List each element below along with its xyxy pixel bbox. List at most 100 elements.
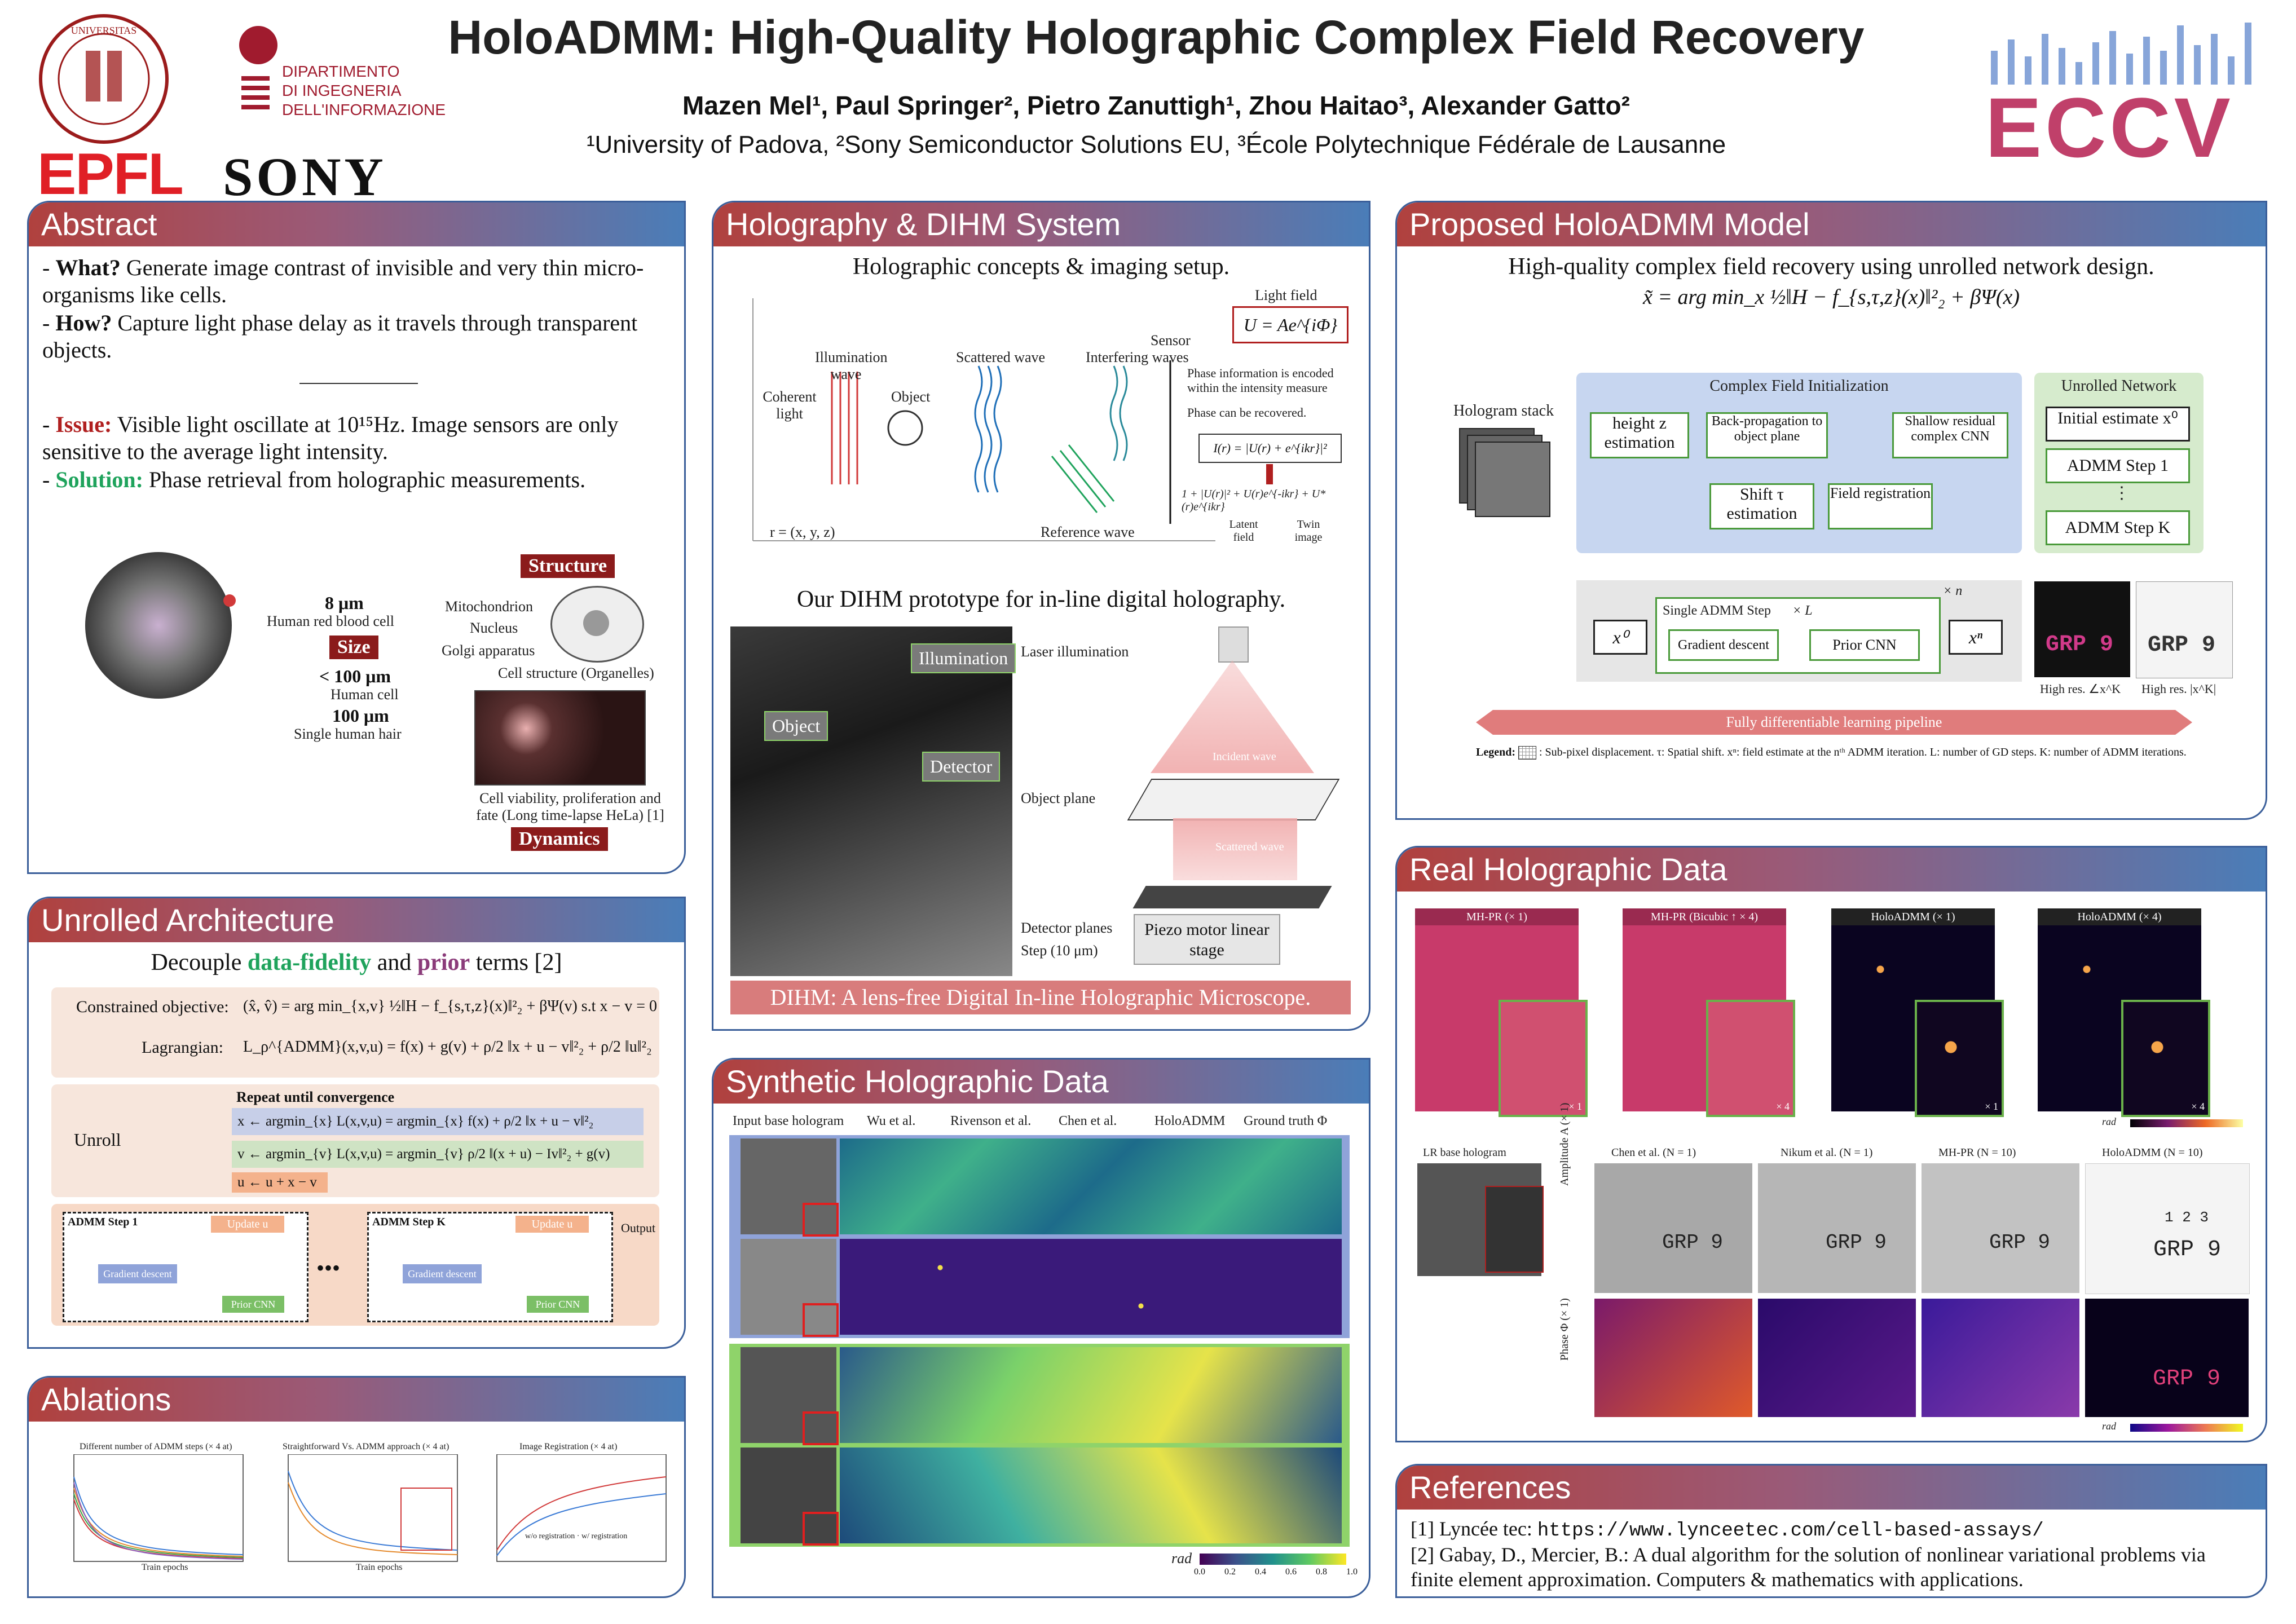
syn-input-1a — [741, 1138, 836, 1234]
repeat-label: Repeat until convergence — [236, 1089, 395, 1105]
pipeline-arrow: Fully differentiable learning pipeline — [1476, 710, 2192, 735]
authors: Mazen Mel¹, Paul Springer², Pietro Zanut… — [682, 91, 1630, 120]
synthetic-title: Synthetic Holographic Data — [713, 1060, 1369, 1104]
hela-image — [474, 690, 646, 785]
init-title: Complex Field Initialization — [1709, 377, 1889, 395]
reference-1-url[interactable]: https://www.lynceetec.com/cell-based-ass… — [1537, 1520, 2044, 1542]
syn-zoom-4 — [803, 1512, 839, 1546]
photo-detector-label: Detector — [922, 752, 1001, 782]
single-step-inner: Single ADMM Step × L Gradient descent Pr… — [1655, 597, 1941, 674]
shallow-box: Shallow residual complex CNN — [1892, 412, 2008, 458]
holography-subtitle: Holographic concepts & imaging setup. — [852, 254, 1230, 280]
references-panel: References [1] Lyncée tec: https://www.l… — [1395, 1464, 2267, 1598]
pipeline-label: Fully differentiable learning pipeline — [1726, 714, 1942, 730]
amp-nikum-grp: GRP 9 — [1826, 1231, 1887, 1254]
cell-structure-drawing — [550, 586, 644, 663]
step-label: Step (10 μm) — [1021, 942, 1098, 959]
bottom-label-chen: Chen et al. (N = 1) — [1611, 1146, 1696, 1159]
solution-text: Phase retrieval from holographic measure… — [143, 467, 586, 492]
abstract-solution: - Solution: Phase retrieval from hologra… — [42, 467, 586, 492]
eccv-text: ECCV — [1985, 80, 2234, 175]
real-zoom-label-1: × 1 — [1568, 1101, 1582, 1112]
syn-zoom-1 — [803, 1203, 839, 1237]
real-colorbar-2 — [2130, 1424, 2243, 1432]
legend: Legend: : Sub-pixel displacement. τ: Spa… — [1476, 746, 2243, 760]
stepk-box: ADMM Step K — [2046, 510, 2190, 545]
note2: Phase can be recovered. — [1187, 405, 1307, 420]
hologram-stack — [1459, 428, 1555, 518]
result-amp-grp: GRP 9 — [2148, 633, 2216, 658]
output-label: Output — [621, 1221, 656, 1235]
update-u: u ← u + x − v — [232, 1172, 328, 1193]
xn-box: xⁿ — [1949, 620, 2003, 655]
phase-mhpr — [1922, 1299, 2079, 1417]
plot3-title: Image Registration (× 4 at) — [519, 1442, 618, 1451]
synthetic-colorbar — [1200, 1554, 1346, 1565]
amp-holoadmm-grp: GRP 9 — [2153, 1237, 2222, 1263]
real-zoom-label-3: × 1 — [1985, 1101, 1998, 1112]
amp-mhpr: GRP 9 — [1922, 1163, 2079, 1293]
shift-box: Shift τ estimation — [1709, 483, 1814, 529]
field-box: Field registration — [1828, 483, 1933, 529]
unrolled-panel: Unrolled Architecture Decouple data-fide… — [27, 897, 686, 1349]
single-step-block: x⁰ Single ADMM Step × L Gradient descent… — [1576, 580, 2022, 682]
illum-label: Illumination wave — [815, 349, 888, 382]
cell-size: < 100 μm — [319, 666, 391, 686]
cell-label: Human cell — [330, 686, 399, 703]
scattered-label: Scattered wave — [956, 349, 1046, 365]
hologram-stack-label: Hologram stack — [1453, 402, 1554, 420]
piezo-label: Piezo motor linear stage — [1144, 920, 1270, 959]
initial-box: Initial estimate x⁰ — [2046, 407, 2190, 442]
rbc-size: 8 μm — [325, 593, 364, 613]
abstract-how: - How? Capture light phase delay as it t… — [42, 310, 638, 363]
bottom-label-holoadmm: HoloADMM (N = 10) — [2102, 1146, 2203, 1159]
real-panel: Real Holographic Data MH-PR (× 1) × 1 MH… — [1395, 846, 2267, 1442]
svg-text:UNIVERSITAS: UNIVERSITAS — [71, 25, 137, 36]
abstract-what: - What? Generate image contrast of invis… — [42, 255, 644, 307]
plot3-legend: w/o registration · w/ registration — [525, 1532, 628, 1541]
lagrangian-eq: L_ρ^{ADMM}(x,v,u) = f(x) + g(v) + ρ/2 ‖x… — [243, 1038, 652, 1056]
epfl-logo: EPFL — [37, 142, 184, 207]
scattered-beam — [1173, 818, 1297, 880]
plot1-title: Different number of ADMM steps (× 4 at) — [80, 1442, 232, 1451]
gd-box-1: Gradient descent — [98, 1264, 177, 1283]
synthetic-panel: Synthetic Holographic Data Input base ho… — [712, 1058, 1370, 1598]
laser-label: Laser illumination — [1021, 643, 1129, 660]
syn-zoom-3 — [803, 1411, 839, 1445]
admm-step1-block: ADMM Step 1 Update u Gradient descent Pr… — [63, 1212, 309, 1322]
eq-u-box: U = Ae^{iΦ} — [1232, 306, 1348, 343]
proposed-equation: x̃ = arg min_x ½‖H − f_{s,τ,z}(x)‖²₂ + β… — [1642, 285, 2020, 309]
abstract-panel: Abstract - What? Generate image contrast… — [27, 201, 686, 874]
single-step-label: Single ADMM Step — [1663, 603, 1771, 618]
ablation-plot-3: Image Registration (× 4 at) w/o registra… — [480, 1442, 672, 1577]
step1-box: ADMM Step 1 — [2046, 448, 2190, 483]
object-plane — [1127, 779, 1340, 820]
sensor-label: Sensor — [1151, 332, 1191, 348]
abstract-issue: - Issue: Visible light oscillate at 10¹⁵… — [42, 412, 619, 464]
dihm-photo: Illumination Object Detector — [730, 626, 1016, 976]
real-top-label-3: HoloADMM (× 1) — [1831, 908, 1995, 925]
amp-nikum: GRP 9 — [1758, 1163, 1916, 1293]
coords-label: r = (x, y, z) — [770, 524, 835, 540]
hair-size: 100 μm — [332, 705, 389, 726]
reference-label: Reference wave — [1041, 524, 1135, 540]
synthetic-cb-label: rad — [1171, 1550, 1192, 1566]
eccv-logo: ECCV — [1985, 17, 2267, 175]
eq-i-box: I(r) = |U(r) + e^{ikr}|² — [1198, 434, 1342, 463]
syn-input-2a — [741, 1347, 836, 1443]
real-zoom-label-2: × 4 — [1776, 1101, 1790, 1112]
synthetic-block-1 — [729, 1135, 1350, 1338]
nucleus-label: Nucleus — [470, 620, 518, 636]
res2-label: High res. |x^K| — [2141, 682, 2216, 696]
photo-illumination-label: Illumination — [911, 643, 1016, 673]
init-block: Complex Field Initialization height z es… — [1576, 373, 2022, 553]
col-holoadmm: HoloADMM — [1154, 1114, 1226, 1128]
update-x: x ← argmin_{x} L(x,v,u) = argmin_{x} f(x… — [232, 1108, 644, 1135]
phase-chen — [1594, 1299, 1752, 1417]
syn-row1 — [840, 1138, 1342, 1234]
real-top-label-4: HoloADMM (× 4) — [2038, 908, 2201, 925]
reference-1-text: [1] Lyncée tec: — [1411, 1517, 1537, 1540]
dihm-caption: DIHM: A lens-free Digital In-line Hologr… — [730, 981, 1351, 1014]
light-field-label: Light field — [1255, 287, 1317, 303]
